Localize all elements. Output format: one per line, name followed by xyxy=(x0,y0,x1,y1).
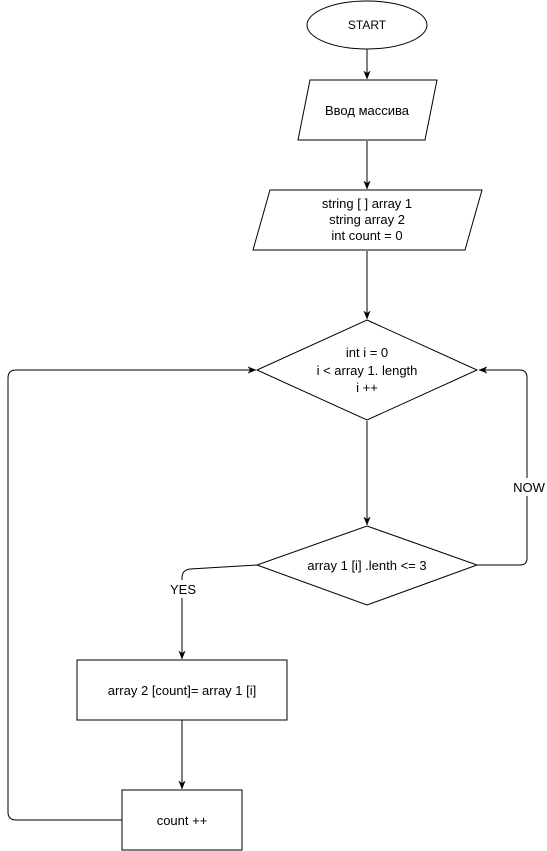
node-increment-label: count ++ xyxy=(157,813,208,828)
node-input-array: Ввод массива xyxy=(297,79,438,141)
node-loop-line-1: int i = 0 xyxy=(346,345,388,360)
node-assign: array 2 [count]= array 1 [i] xyxy=(76,659,288,721)
node-start-label: START xyxy=(348,18,387,32)
node-loop-line-2: i < array 1. length xyxy=(317,363,418,378)
edge-increment-to-loop xyxy=(7,370,256,821)
edge-label-yes-text: YES xyxy=(170,582,196,597)
node-loop-line-3: i ++ xyxy=(356,380,378,395)
node-declarations-line-2: string array 2 xyxy=(329,212,405,227)
node-assign-label: array 2 [count]= array 1 [i] xyxy=(108,683,256,698)
edges xyxy=(7,49,528,821)
node-increment: count ++ xyxy=(121,789,243,851)
edge-label-no: NOW xyxy=(509,478,547,496)
node-condition-label: array 1 [i] .lenth <= 3 xyxy=(307,558,426,573)
edge-label-yes: YES xyxy=(166,580,200,598)
edge-condition-yes-to-assign xyxy=(182,564,258,659)
node-start: START xyxy=(306,0,428,50)
node-input-array-label: Ввод массива xyxy=(325,103,410,118)
node-condition: array 1 [i] .lenth <= 3 xyxy=(255,525,479,606)
node-declarations-line-1: string [ ] array 1 xyxy=(322,196,412,211)
node-declarations: string [ ] array 1 string array 2 int co… xyxy=(252,189,483,251)
node-declarations-line-3: int count = 0 xyxy=(331,228,402,243)
node-loop: int i = 0 i < array 1. length i ++ xyxy=(255,319,479,421)
edge-label-no-text: NOW xyxy=(513,480,546,495)
edge-condition-no-to-loop xyxy=(477,370,528,566)
